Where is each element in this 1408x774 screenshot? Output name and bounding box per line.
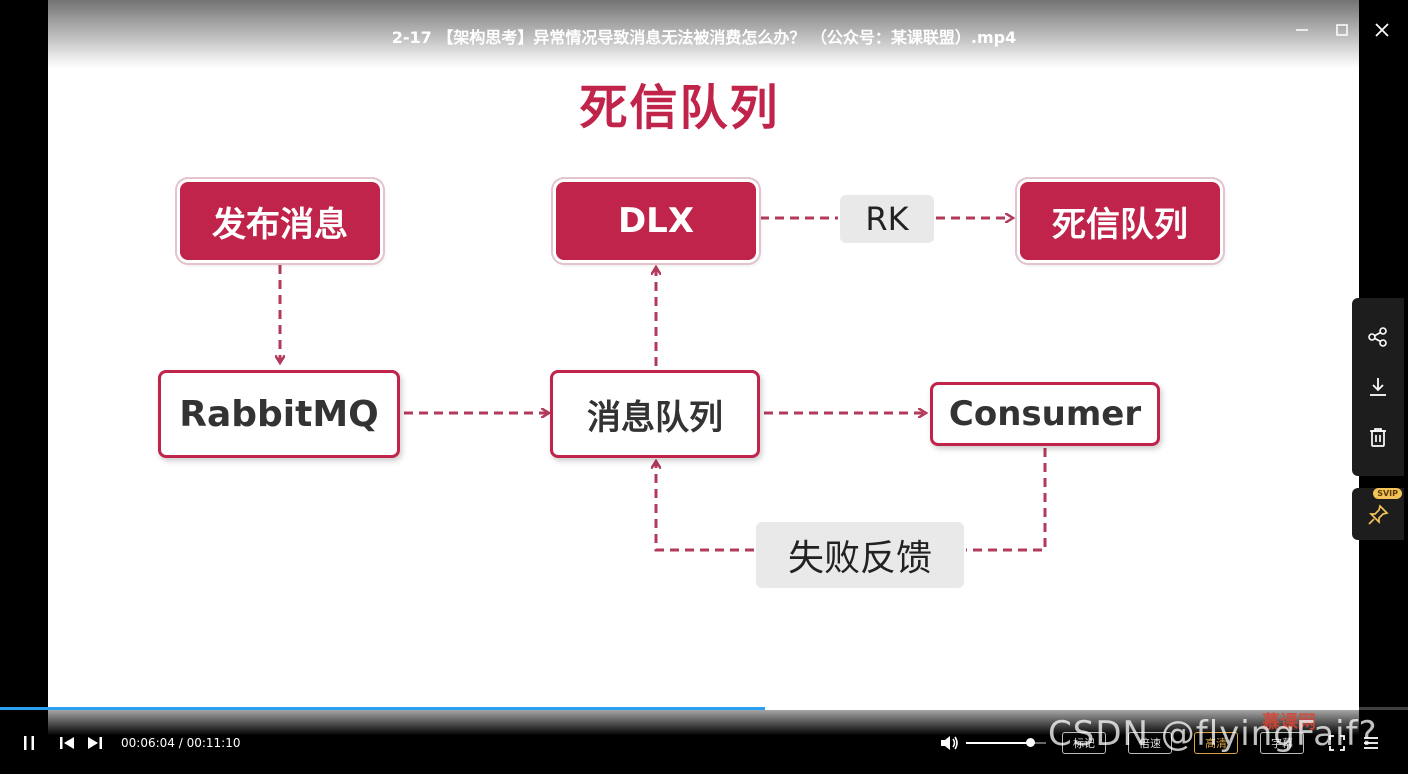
fullscreen-icon[interactable] bbox=[1326, 732, 1348, 754]
side-toolbar bbox=[1352, 298, 1404, 476]
volume-fill bbox=[966, 742, 1030, 744]
slide-title: 死信队列 bbox=[579, 80, 780, 136]
video-frame[interactable]: 死信队列 发布消息 DLX RK 死信队列 RabbitMQ 消息队 bbox=[48, 0, 1359, 738]
node-rk: RK bbox=[840, 195, 934, 243]
share-icon[interactable] bbox=[1365, 324, 1391, 350]
quality-button[interactable]: 高清 bbox=[1194, 732, 1238, 754]
download-icon[interactable] bbox=[1365, 374, 1391, 400]
node-feedback-label: 失败反馈 bbox=[787, 538, 932, 579]
node-consumer: Consumer bbox=[930, 382, 1160, 446]
minimize-icon[interactable] bbox=[1287, 18, 1317, 46]
node-dlx: DLX bbox=[556, 182, 756, 260]
volume-knob[interactable] bbox=[1026, 738, 1035, 747]
pin-icon[interactable] bbox=[1365, 502, 1391, 528]
imooc-logo: 慕课网 bbox=[1262, 712, 1316, 733]
node-dead-letter-queue: 死信队列 bbox=[1020, 182, 1220, 260]
playlist-icon[interactable] bbox=[1360, 732, 1382, 754]
node-message-queue: 消息队列 bbox=[550, 370, 760, 458]
speed-label: 倍速 bbox=[1139, 737, 1161, 750]
pause-icon[interactable] bbox=[18, 732, 40, 754]
title-bar: 2-17 【架构思考】异常情况导致消息无法被消费怎么办？ （公众号：某课联盟）.… bbox=[0, 0, 1408, 68]
speed-button[interactable]: 倍速 bbox=[1128, 732, 1172, 754]
progress-fill bbox=[0, 707, 765, 710]
progress-bar[interactable] bbox=[0, 707, 1408, 710]
arrow-feedback-to-queue bbox=[656, 462, 754, 552]
previous-icon[interactable] bbox=[56, 732, 78, 754]
mark-label: 标记 bbox=[1073, 737, 1095, 750]
node-rabbitmq: RabbitMQ bbox=[158, 370, 400, 458]
node-fail-feedback: 失败反馈 bbox=[756, 522, 964, 588]
next-icon[interactable] bbox=[84, 732, 106, 754]
delete-icon[interactable] bbox=[1365, 424, 1391, 450]
node-rabbitmq-label: RabbitMQ bbox=[179, 393, 379, 435]
node-consumer-label: Consumer bbox=[948, 394, 1142, 434]
node-dlx-label: DLX bbox=[617, 201, 695, 241]
time-display: 00:06:04 / 00:11:10 bbox=[121, 736, 241, 750]
maximize-icon[interactable] bbox=[1327, 18, 1357, 46]
subtitle-button[interactable]: 字幕 bbox=[1260, 732, 1304, 754]
subtitle-label: 字幕 bbox=[1271, 737, 1293, 750]
csdn-watermark: CSDN @flyingFaif? bbox=[1048, 714, 1378, 754]
mark-button[interactable]: 标记 bbox=[1062, 732, 1106, 754]
node-publish-label: 发布消息 bbox=[212, 204, 348, 245]
diagram-arrows bbox=[48, 0, 1047, 552]
node-publish-message: 发布消息 bbox=[180, 182, 380, 260]
volume-slider[interactable] bbox=[966, 738, 1046, 747]
window-title: 2-17 【架构思考】异常情况导致消息无法被消费怎么办？ （公众号：某课联盟）.… bbox=[391, 28, 1017, 47]
close-icon[interactable] bbox=[1367, 18, 1397, 46]
quality-label: 高清 bbox=[1205, 737, 1227, 750]
node-dead-queue-label: 死信队列 bbox=[1052, 204, 1188, 245]
arrow-consumer-to-feedback bbox=[966, 448, 1047, 552]
control-bar: 00:06:04 / 00:11:10 标记 倍速 高清 字幕 bbox=[0, 710, 1408, 774]
node-queue-label: 消息队列 bbox=[587, 397, 723, 438]
volume-icon[interactable] bbox=[938, 731, 962, 755]
node-rk-label: RK bbox=[865, 200, 909, 238]
pin-panel: SVIP bbox=[1352, 488, 1404, 540]
svip-badge: SVIP bbox=[1373, 488, 1402, 499]
